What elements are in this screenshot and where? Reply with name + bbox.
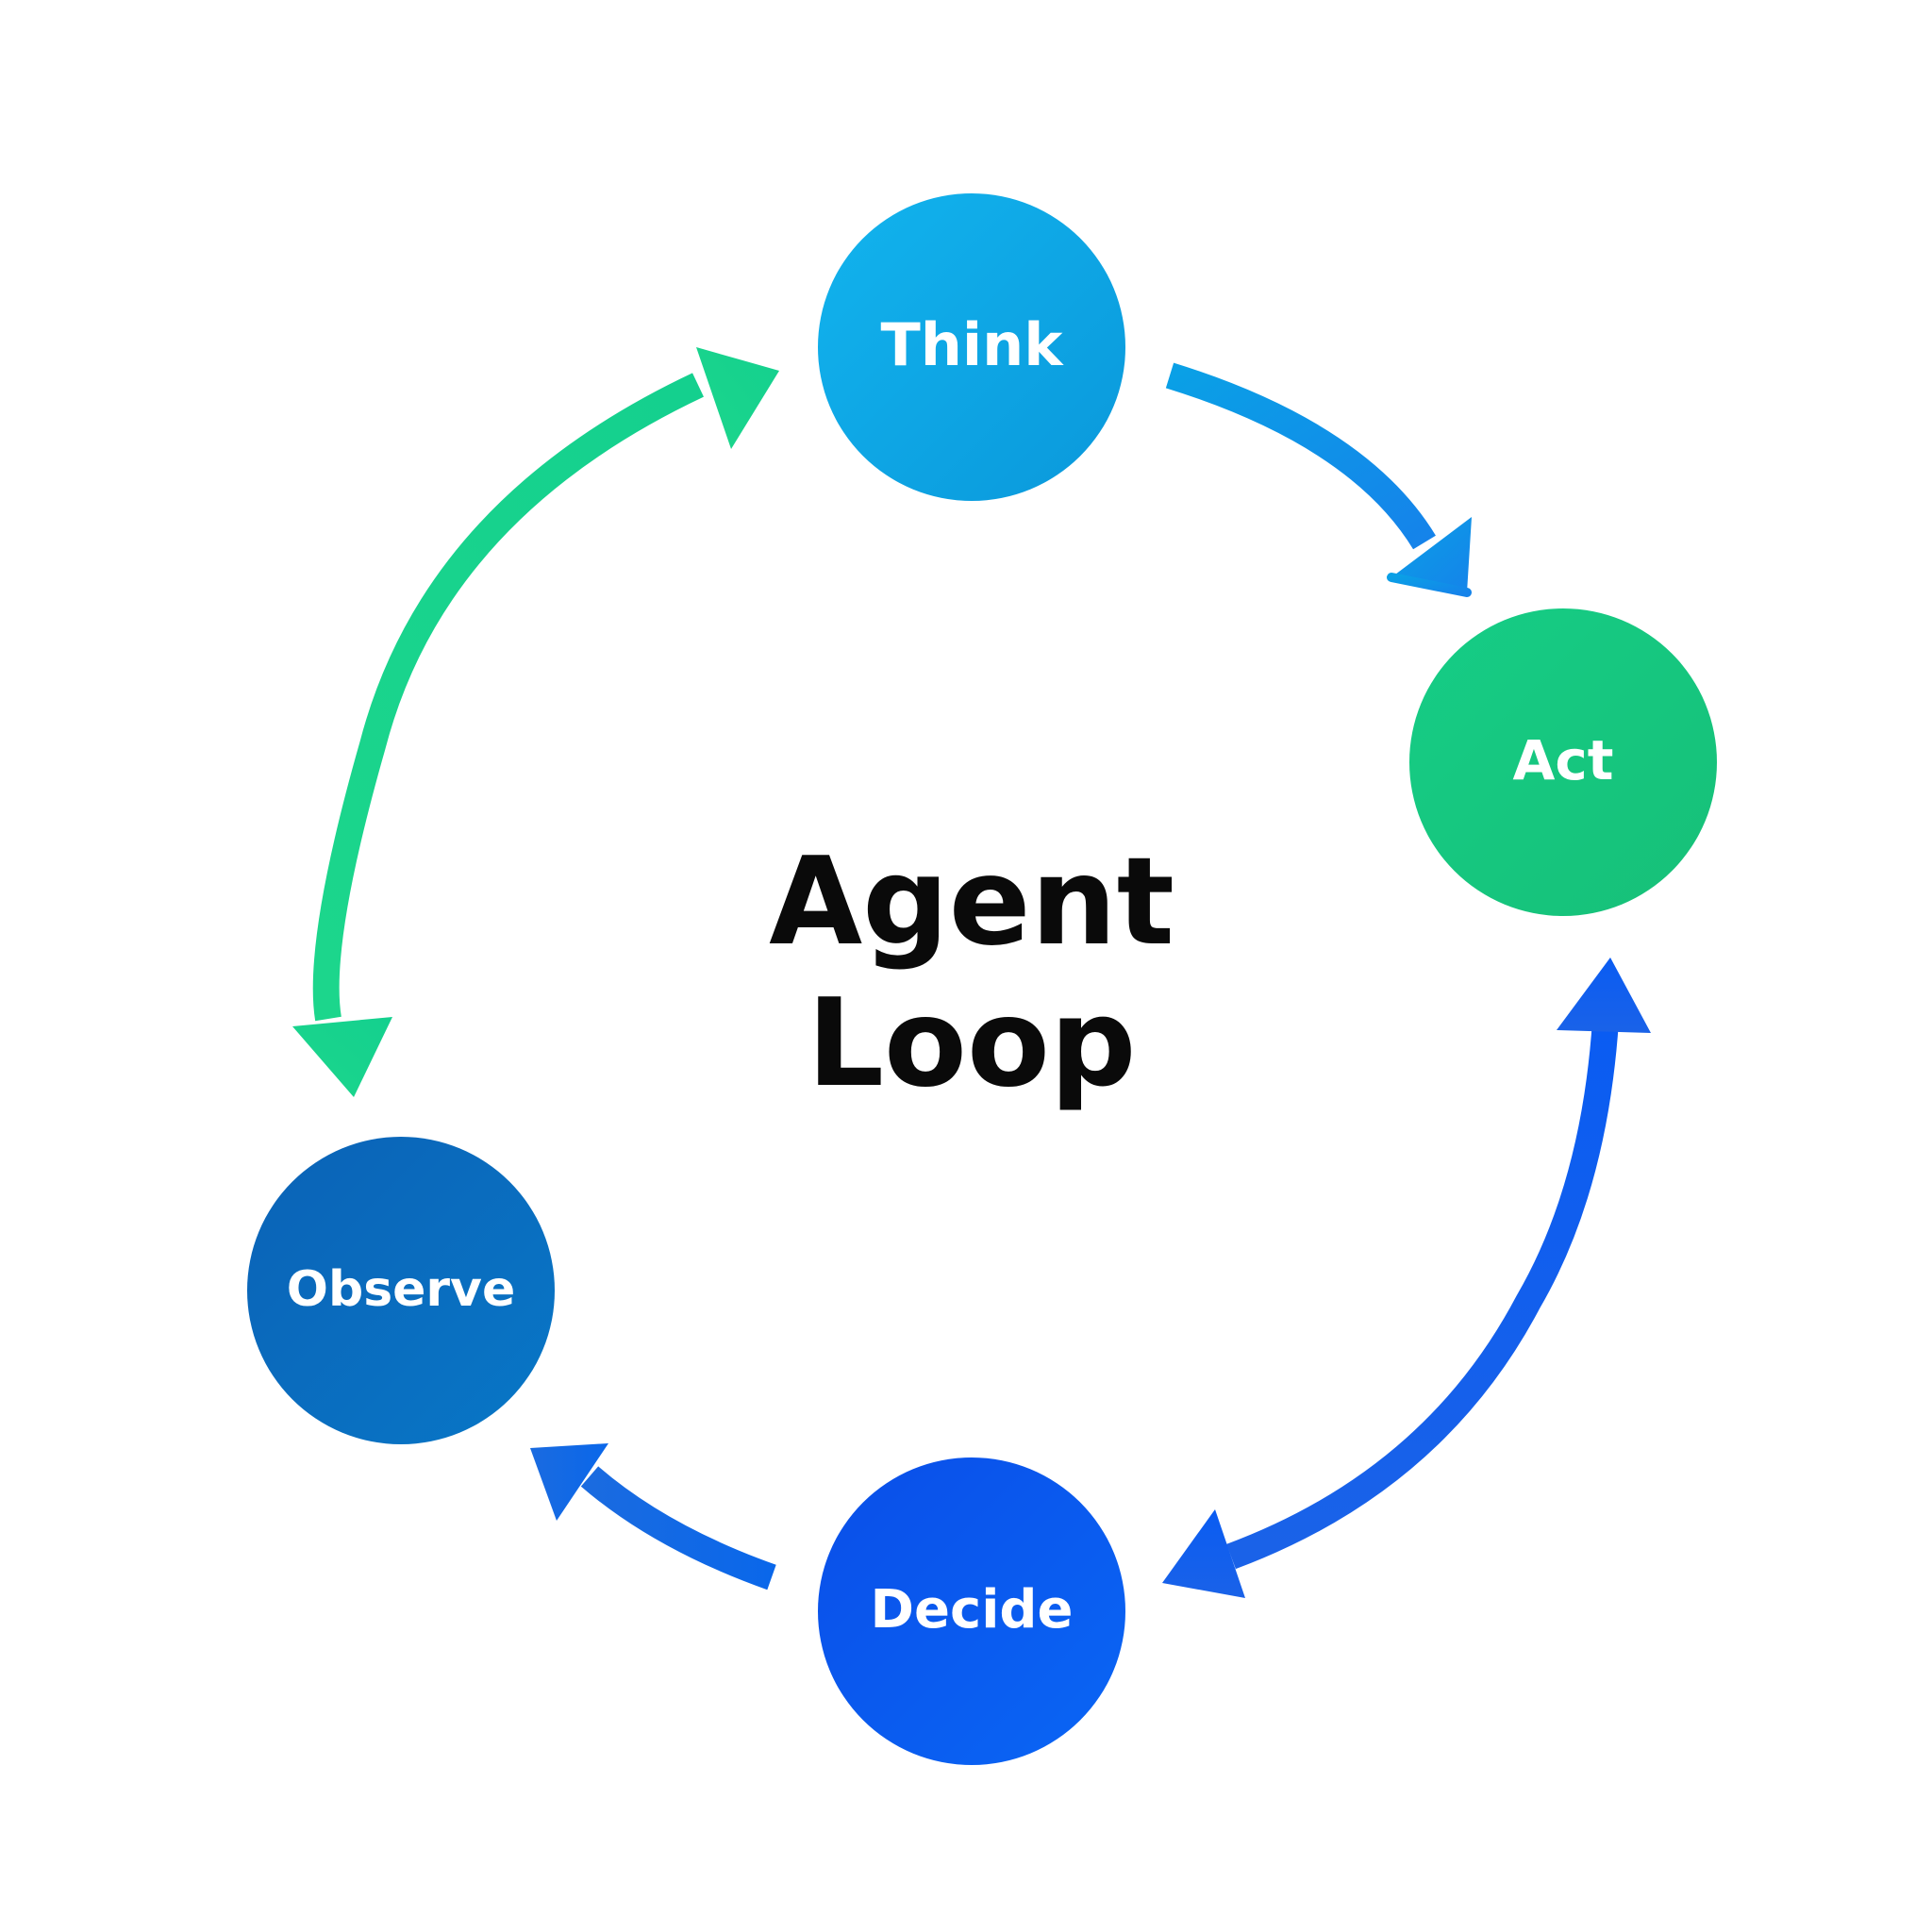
node-think-label: Think [880, 310, 1064, 379]
node-observe-label: Observe [287, 1261, 515, 1318]
node-observe-circle [247, 1137, 555, 1444]
node-act-label: Act [1513, 728, 1614, 792]
node-observe[interactable]: Observe [247, 1137, 555, 1444]
arrow-decide-to-observe [530, 1443, 776, 1591]
node-think[interactable]: Think [818, 193, 1125, 501]
title-line-agent: Agent [769, 832, 1174, 973]
arrow-think-to-act [1165, 362, 1472, 597]
title-line-loop: Loop [807, 974, 1136, 1114]
node-decide[interactable]: Decide [818, 1457, 1125, 1765]
node-think-circle [818, 193, 1125, 501]
node-act-circle [1409, 608, 1717, 916]
node-decide-circle [818, 1457, 1125, 1765]
arrow-act-decide [1162, 958, 1651, 1598]
center-title: Agent Loop [769, 832, 1174, 1114]
node-decide-label: Decide [871, 1579, 1074, 1641]
node-act[interactable]: Act [1409, 608, 1717, 916]
arrow-observe-think [292, 347, 779, 1097]
